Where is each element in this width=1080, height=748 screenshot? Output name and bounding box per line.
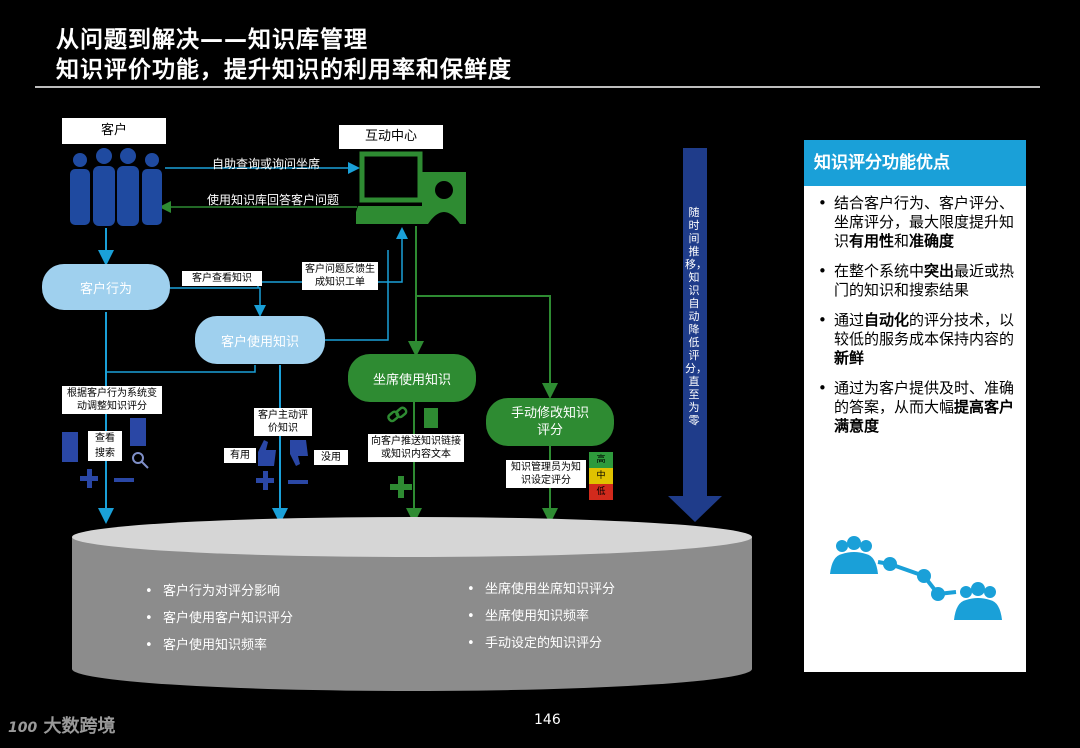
cylinder-item: 客户行为对评分影响 [143,578,383,605]
header-divider [35,86,1040,88]
cylinder-left-list: 客户行为对评分影响 客户使用客户知识评分 客户使用知识频率 [143,578,383,659]
manager-score-tag: 知识管理员为知识设定评分 [506,460,586,488]
search-tag: 搜索 [88,446,122,461]
advantage-text: 在整个系统中 [834,262,925,280]
level-low: 低 [589,484,613,500]
customer-label: 客户 [62,118,166,144]
active-eval-tag: 客户主动评价知识 [254,408,312,436]
advantage-item: 通过自动化的评分技术，以较低的服务成本保持内容的新鲜 [816,311,1016,368]
customer-behavior-node: 客户行为 [42,264,170,310]
link-clipboard-icons [387,406,438,428]
customer-use-knowledge-label: 客户使用知识 [220,334,299,350]
network-people-icon [830,536,1002,620]
push-knowledge-tag: 向客户推送知识链接或知识内容文本 [368,434,464,462]
self-service-text: 自助查询或询问坐席 [212,157,321,171]
agent-use-knowledge-node: 坐席使用知识 [348,354,476,402]
customer-behavior-label: 客户行为 [79,281,132,297]
answer-text: 使用知识库回答客户问题 [207,193,340,207]
time-decay-text: 随时间推移，知识自动降低评分，直至为零 [685,206,707,427]
useless-tag: 没用 [314,450,348,465]
advantage-bold: 自动化 [864,311,910,329]
brand-logo: 100 大数跨境 [8,712,116,738]
advantage-bold: 新鲜 [834,349,865,367]
cylinder-item: 客户使用客户知识评分 [143,605,383,632]
agent-computer-icon [356,151,466,224]
cylinder-item: 坐席使用知识频率 [465,603,705,630]
feedback-tag: 客户问题反馈生成知识工单 [302,262,378,290]
advantage-text: 结合客户行为、客户评分、坐席评分，最大限度提升知识 [834,194,1015,250]
advantage-text: 通过 [834,311,865,329]
cylinder-item: 手动设定的知识评分 [465,630,705,657]
system-adjust-tag: 根据客户行为系统变动调整知识评分 [62,386,162,414]
time-decay-arrow-head [668,496,722,522]
time-decay-arrow-shaft [683,148,707,496]
advantage-bold: 突出 [924,262,955,280]
page-number: 146 [534,712,561,728]
brand-logo-mark: 100 [8,720,38,736]
cylinder-item: 坐席使用坐席知识评分 [465,576,705,603]
view-search-icons [62,418,149,488]
page-title: 从问题到解决——知识库管理 [56,27,368,53]
advantages-heading: 知识评分功能优点 [804,140,1026,186]
manual-edit-score-node: 手动修改知识评分 [486,398,614,446]
agent-plus-icon [390,476,412,498]
level-medium: 中 [589,468,613,484]
advantage-item: 结合客户行为、客户评分、坐席评分，最大限度提升知识有用性和准确度 [816,194,1016,251]
advantage-text: 最近或热门的知识和搜索结果 [834,262,1015,299]
customer-use-knowledge-node: 客户使用知识 [195,316,325,364]
thumbs-icons [256,440,308,490]
brand-logo-text: 大数跨境 [43,716,116,737]
advantage-item: 通过为客户提供及时、准确的答案，从而大幅提高客户满意度 [816,379,1016,436]
advantage-item: 在整个系统中突出最近或热门的知识和搜索结果 [816,262,1016,300]
view-tag: 查看 [88,431,122,446]
cylinder-right-list: 坐席使用坐席知识评分 坐席使用知识频率 手动设定的知识评分 [465,576,705,657]
agent-use-knowledge-label: 坐席使用知识 [372,372,451,388]
advantage-text: 和 [894,232,910,250]
level-high: 高 [589,452,613,468]
cylinder-item: 客户使用知识频率 [143,632,383,659]
useful-tag: 有用 [224,448,256,463]
page-subtitle: 知识评价功能，提升知识的利用率和保鲜度 [56,57,512,83]
advantages-list: 结合客户行为、客户评分、坐席评分，最大限度提升知识有用性和准确度 在整个系统中突… [816,194,1016,447]
manual-edit-score-label: 手动修改知识评分 [510,406,589,438]
interaction-center-label: 互动中心 [339,125,443,149]
customer-view-knowledge-tag: 客户查看知识 [182,271,262,286]
advantage-bold: 有用性 [849,232,895,250]
customers-icon [70,148,162,226]
advantage-text: 通过为客户提供及时、准确的答案，从而大幅 [834,379,1015,416]
flow-connectors [98,148,722,524]
advantage-text: 的评分技术，以较低的服务成本保持内容的 [834,311,1015,348]
advantage-bold: 准确度 [909,232,955,250]
score-level-scale: 高 中 低 [589,452,613,500]
advantage-bold: 提高客户满意度 [834,398,1015,435]
